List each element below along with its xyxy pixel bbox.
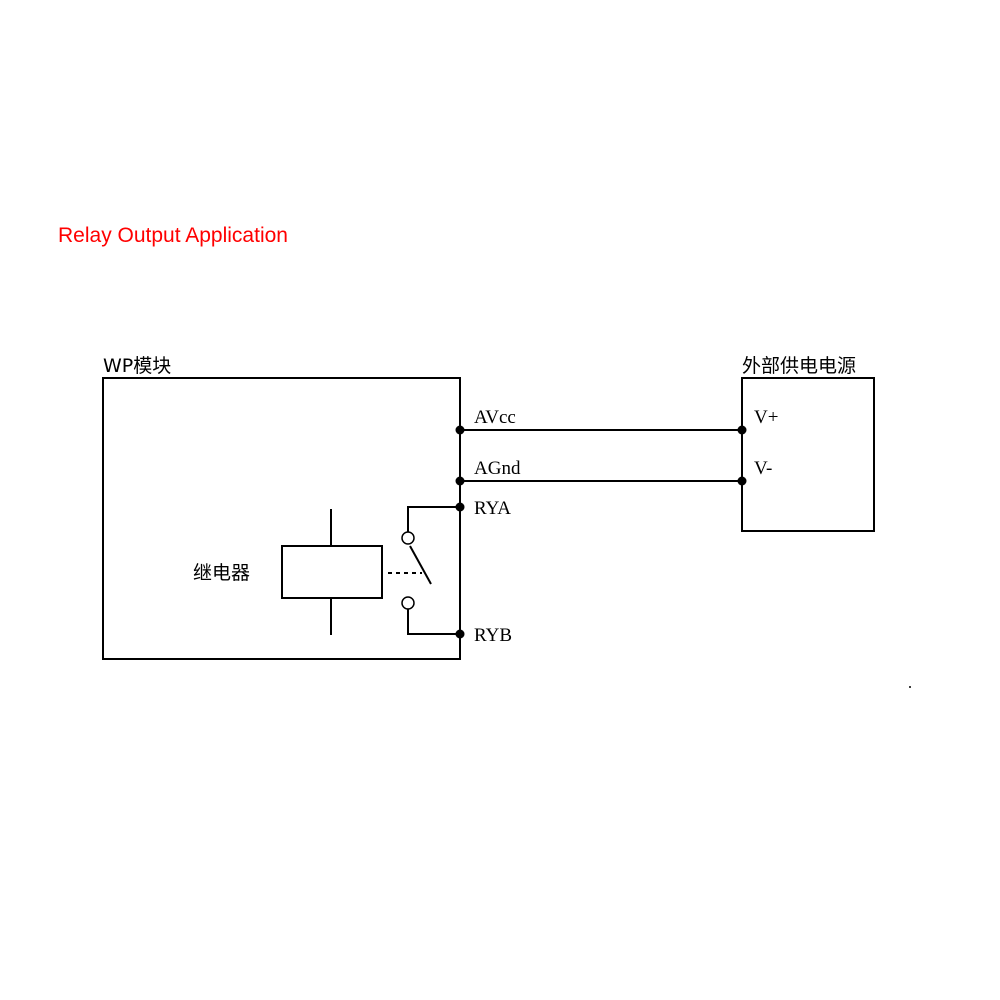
power-supply-box (741, 377, 875, 532)
vplus-label: V+ (754, 407, 778, 428)
vminus-label: V- (754, 458, 772, 479)
relay-switch-arm (409, 545, 432, 585)
relay-coil (281, 545, 383, 599)
stray-dot (909, 686, 911, 688)
rya-label: RYA (474, 498, 511, 519)
vminus-terminal-dot (737, 476, 747, 486)
wp-module-label: WP模块 (103, 355, 171, 377)
wp-module-box (102, 377, 461, 660)
ryb-internal-wire (407, 609, 460, 635)
agnd-label: AGnd (474, 458, 521, 479)
avcc-label: AVcc (474, 407, 516, 428)
avcc-terminal-dot (455, 425, 465, 435)
relay-label: 继电器 (193, 562, 250, 584)
rya-internal-wire (407, 506, 460, 532)
power-supply-label: 外部供电电源 (742, 355, 856, 377)
agnd-terminal-dot (455, 476, 465, 486)
vplus-terminal-dot (737, 425, 747, 435)
page-title: Relay Output Application (58, 224, 288, 247)
ryb-label: RYB (474, 625, 512, 646)
relay-contact-upper (401, 531, 415, 545)
relay-contact-lower (401, 596, 415, 610)
